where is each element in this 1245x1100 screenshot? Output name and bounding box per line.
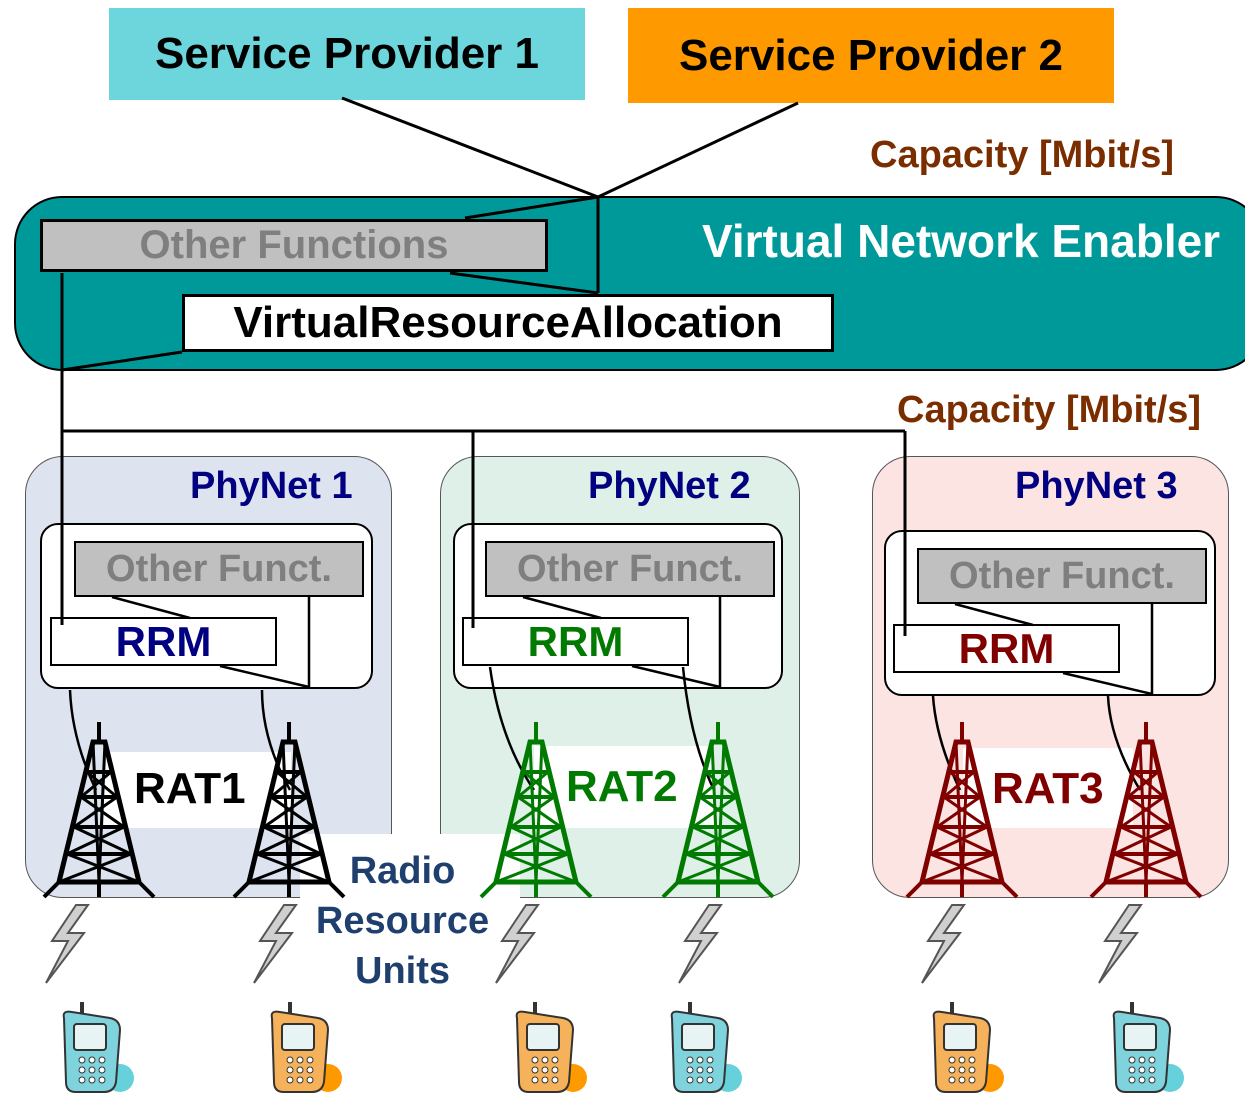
lightning-icon (921, 904, 965, 984)
phynet-3-rrm-label: RRM (958, 624, 1055, 672)
phynet-1-rrm-label: RRM (115, 617, 212, 665)
phynet-2-title: PhyNet 2 (588, 465, 751, 507)
rat1-label: RAT1 (134, 764, 246, 813)
radio-resource-line-2: Resource (315, 900, 490, 942)
lightning-icon (1098, 904, 1142, 984)
phynet-2-other-funct-box: Other Funct. (485, 541, 775, 597)
mobile-phone-icon (514, 1000, 587, 1094)
rat2-label: RAT2 (566, 762, 678, 811)
service-provider-2-label: Service Provider 2 (678, 30, 1063, 80)
other-functions-label: Other Functions (139, 223, 449, 267)
mobile-phone-icon (61, 1000, 134, 1094)
phynet-3-other-funct-box: Other Funct. (917, 548, 1207, 604)
lightning-icon (678, 904, 722, 984)
phynet-2-other-funct-label: Other Funct. (517, 547, 743, 590)
lightning-icon (253, 904, 297, 984)
phynet-3-title: PhyNet 3 (1015, 465, 1178, 507)
other-functions-box: Other Functions (40, 219, 548, 272)
lightning-icon (45, 904, 89, 984)
phynet-1-other-funct-box: Other Funct. (74, 541, 364, 597)
service-provider-1-label: Service Provider 1 (154, 29, 539, 78)
radio-resource-units-label: Radio Resource Units (300, 846, 505, 996)
phynet-2-rrm-box: RRM (462, 617, 689, 666)
vne-title: Virtual Network Enabler (702, 215, 1221, 267)
rat3-label: RAT3 (992, 764, 1104, 813)
radio-resource-line-1: Radio (349, 850, 456, 892)
mobile-phone-icon (931, 1000, 1004, 1094)
radio-resource-line-3: Units (355, 950, 450, 992)
phynet-1-rrm-box: RRM (50, 617, 277, 666)
mobile-phone-icon (269, 1000, 342, 1094)
mobile-phone-icon (1111, 1000, 1184, 1094)
virtual-resource-allocation-box: VirtualResourceAllocation (182, 294, 834, 352)
capacity-label-top: Capacity [Mbit/s] (870, 134, 1175, 176)
phynet-3-rrm-box: RRM (893, 624, 1120, 673)
phynet-1-title: PhyNet 1 (190, 465, 353, 507)
phynet-2-rrm-label: RRM (527, 617, 624, 665)
mobile-phone-icon (669, 1000, 742, 1094)
capacity-label-bottom: Capacity [Mbit/s] (897, 389, 1202, 431)
phynet-3-other-funct-label: Other Funct. (949, 554, 1175, 597)
virtual-resource-allocation-label: VirtualResourceAllocation (233, 298, 783, 347)
phynet-1-other-funct-label: Other Funct. (106, 547, 332, 590)
service-provider-1-box: Service Provider 1 (109, 8, 585, 100)
service-provider-2-box: Service Provider 2 (628, 8, 1114, 103)
